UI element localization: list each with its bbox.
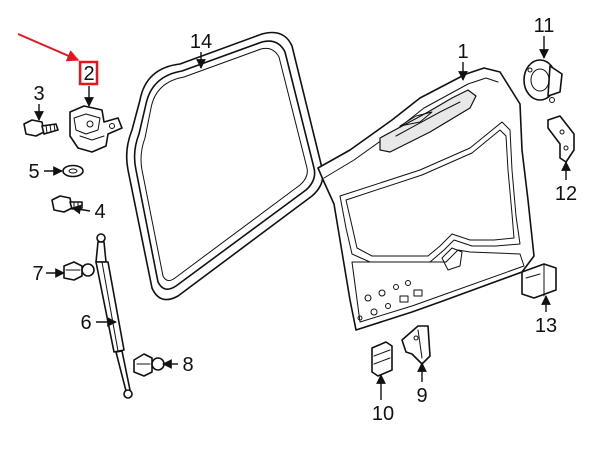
callout-9[interactable]: 9 xyxy=(416,385,427,407)
part-10-latch[interactable] xyxy=(371,341,393,377)
callout-12[interactable]: 12 xyxy=(555,183,577,205)
part-14-weatherstrip[interactable] xyxy=(125,31,324,301)
part-3-bolt[interactable] xyxy=(23,119,59,137)
part-12-bracket[interactable] xyxy=(547,115,575,163)
highlight-box-part-2 xyxy=(78,60,99,86)
part-2-hinge[interactable] xyxy=(69,105,123,153)
red-pointer-arrow xyxy=(17,33,80,62)
callout-4[interactable]: 4 xyxy=(94,201,105,223)
callout-labels: 1 2 3 4 5 6 7 8 9 10 11 12 13 14 xyxy=(28,15,577,425)
part-6-gas-strut[interactable] xyxy=(95,233,133,399)
part-9-bracket[interactable] xyxy=(401,325,431,365)
callout-2[interactable]: 2 xyxy=(83,63,94,85)
callout-7[interactable]: 7 xyxy=(32,263,43,285)
part-8-ball-stud[interactable] xyxy=(133,353,165,377)
callout-11[interactable]: 11 xyxy=(534,15,555,37)
callout-6[interactable]: 6 xyxy=(80,312,91,334)
part-5-washer[interactable] xyxy=(62,164,84,178)
callout-8[interactable]: 8 xyxy=(182,354,193,376)
part-7-ball-stud[interactable] xyxy=(63,261,95,281)
part-13-cover[interactable] xyxy=(521,263,557,299)
part-11-actuator[interactable] xyxy=(523,59,563,103)
callout-10[interactable]: 10 xyxy=(372,403,394,425)
leader-lines xyxy=(34,36,571,400)
callout-5[interactable]: 5 xyxy=(28,161,39,183)
callout-1[interactable]: 1 xyxy=(457,41,468,63)
callout-13[interactable]: 13 xyxy=(535,315,557,337)
part-1-tailgate-panel[interactable] xyxy=(317,67,535,331)
callout-14[interactable]: 14 xyxy=(190,31,212,53)
callout-3[interactable]: 3 xyxy=(33,83,44,105)
